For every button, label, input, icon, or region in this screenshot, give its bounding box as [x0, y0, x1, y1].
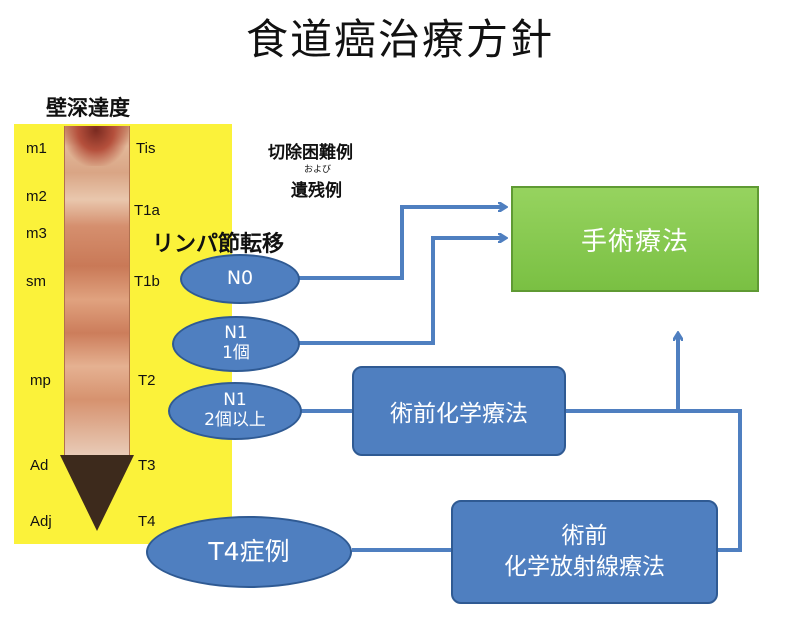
page-title: 食道癌治療方針 [245, 15, 554, 64]
preop-crt-label-line2: 化学放射線療法 [504, 554, 665, 580]
residual-label: 遺残例 [291, 181, 342, 201]
node-t4: T4症例 [146, 516, 352, 588]
t-stage-t1a: T1a [134, 202, 160, 219]
preop-crt-box: 術前 化学放射線療法 [451, 500, 718, 604]
depth-arrow-icon [60, 455, 134, 531]
lymph-node-header: リンパ節転移 [152, 232, 285, 257]
t-stage-t2: T2 [138, 372, 156, 389]
node-n1-two-count: 2個以上 [204, 410, 266, 430]
surgery-box: 手術療法 [511, 186, 759, 292]
crt-to-surgery-connector [678, 409, 742, 552]
t-stage-t1b: T1b [134, 273, 160, 290]
depth-layer-m3: m3 [26, 225, 47, 242]
depth-layer-mp: mp [30, 372, 51, 389]
n0-to-surgery-connector [298, 207, 505, 280]
depth-layer-adj: Adj [30, 513, 52, 530]
preop-chemo-label: 術前化学療法 [390, 401, 528, 427]
mucosa-surface [64, 126, 128, 166]
difficult-resection-label: 切除困難例 [268, 143, 353, 163]
node-t4-label: T4症例 [208, 536, 290, 566]
node-n0: N0 [180, 254, 300, 304]
depth-layer-sm: sm [26, 273, 46, 290]
node-n0-label: N0 [226, 267, 254, 290]
preop-chemo-box: 術前化学療法 [352, 366, 566, 456]
tissue-section-image [64, 126, 130, 460]
chemo-to-surgery-connector [566, 334, 678, 413]
node-n1-two-plus: N1 2個以上 [168, 382, 302, 440]
depth-layer-m1: m1 [26, 140, 47, 157]
node-n1-one-count: 1個 [222, 343, 250, 363]
preop-crt-label-line1: 術前 [561, 522, 608, 549]
surgery-label: 手術療法 [580, 226, 689, 257]
node-n1-two-label: N1 [223, 390, 247, 411]
depth-header: 壁深達度 [46, 96, 130, 120]
node-n1-one: N1 1個 [172, 316, 300, 372]
depth-layer-m2: m2 [26, 188, 47, 205]
node-n1-one-label: N1 [224, 323, 248, 344]
t-stage-t3: T3 [138, 457, 156, 474]
t-stage-tis: Tis [136, 140, 156, 157]
n1-one-to-surgery-connector [298, 238, 505, 345]
oyobi-label: および [304, 165, 332, 175]
t-stage-t4: T4 [138, 513, 156, 530]
depth-layer-ad: Ad [30, 457, 49, 474]
